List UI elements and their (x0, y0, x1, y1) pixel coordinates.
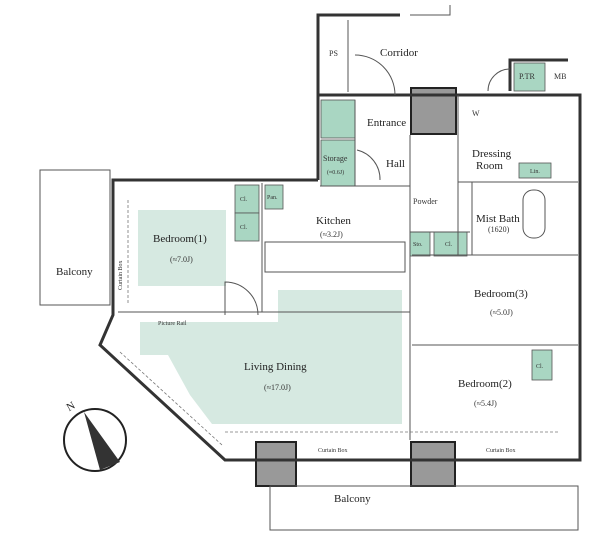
label-curtain-box-right: Curtain Box (486, 448, 516, 454)
label-bedroom1: Bedroom(1) (153, 233, 207, 245)
label-pantry: Pan. (267, 195, 278, 201)
ptr-cabinet (513, 62, 546, 92)
label-mist-bath: Mist Bath (476, 213, 520, 225)
bedroom1-floor (138, 210, 226, 286)
label-ptr: P.TR (519, 72, 535, 81)
label-bedroom3: Bedroom(3) (474, 288, 528, 300)
label-dressing: Dressing (472, 148, 512, 160)
door-swing (224, 281, 259, 316)
label-lin: Lin. (530, 169, 540, 175)
door-swing (487, 68, 511, 92)
north-compass: N (63, 400, 127, 472)
label-sto: Sto. (413, 242, 423, 248)
bathtub (522, 189, 546, 239)
label-bedroom2: Bedroom(2) (458, 378, 512, 390)
balcony-bottom (269, 485, 579, 531)
label-kitchen-area: (≈3.2J) (320, 230, 343, 239)
balcony-left (39, 169, 111, 306)
label-storage-area: (≈0.6J) (327, 169, 344, 176)
label-storage: Storage (323, 154, 348, 163)
label-kitchen: Kitchen (316, 215, 351, 227)
label-dressing-room: Room (476, 160, 503, 172)
door-swing (356, 149, 381, 181)
label-powder: Powder (413, 197, 438, 206)
label-cl: Cl. (445, 242, 453, 248)
label-balcony-left: Balcony (56, 266, 93, 278)
label-curtain-box-bottom: Curtain Box (318, 448, 348, 454)
label-cl: Cl. (240, 197, 248, 203)
pillar (410, 441, 456, 487)
storage-cabinet (320, 139, 356, 187)
label-mb: MB (554, 72, 566, 81)
label-bedroom2-area: (≈5.4J) (474, 399, 497, 408)
label-cl: Cl. (240, 225, 248, 231)
label-ps: PS (329, 49, 338, 58)
label-bedroom3-area: (≈5.0J) (490, 308, 513, 317)
label-living: Living Dining (244, 361, 307, 373)
outer-wall (98, 93, 582, 462)
cl-cabinet-1 (234, 184, 260, 214)
label-w: W (472, 109, 480, 118)
label-bedroom1-area: (≈7.0J) (170, 255, 193, 264)
kitchen-counter (264, 241, 406, 273)
label-picture-rail: Picture Rail (158, 321, 187, 327)
label-corridor: Corridor (380, 47, 418, 59)
cl-cabinet-2 (234, 212, 260, 242)
corridor-wall-right (410, 5, 451, 16)
mb-wall (508, 58, 568, 91)
pantry-cabinet (264, 184, 284, 210)
door-swing (354, 54, 396, 96)
north-label: N (65, 400, 78, 414)
label-balcony-bottom: Balcony (334, 493, 371, 505)
curtain-box-line (119, 351, 223, 446)
lin-cabinet (518, 162, 552, 179)
label-mist-bath-size: (1620) (488, 225, 510, 234)
label-living-area: (≈17.0J) (264, 383, 291, 392)
entrance-cabinet (320, 99, 356, 139)
label-curtain-box-left: Curtain Box (118, 261, 124, 291)
living-floor (140, 290, 402, 424)
label-entrance: Entrance (367, 117, 406, 129)
corridor-wall (316, 13, 400, 95)
cl-bedroom2-cabinet (531, 349, 553, 381)
label-hall: Hall (386, 158, 405, 170)
pillar (255, 441, 297, 487)
label-cl: Cl. (536, 364, 544, 370)
